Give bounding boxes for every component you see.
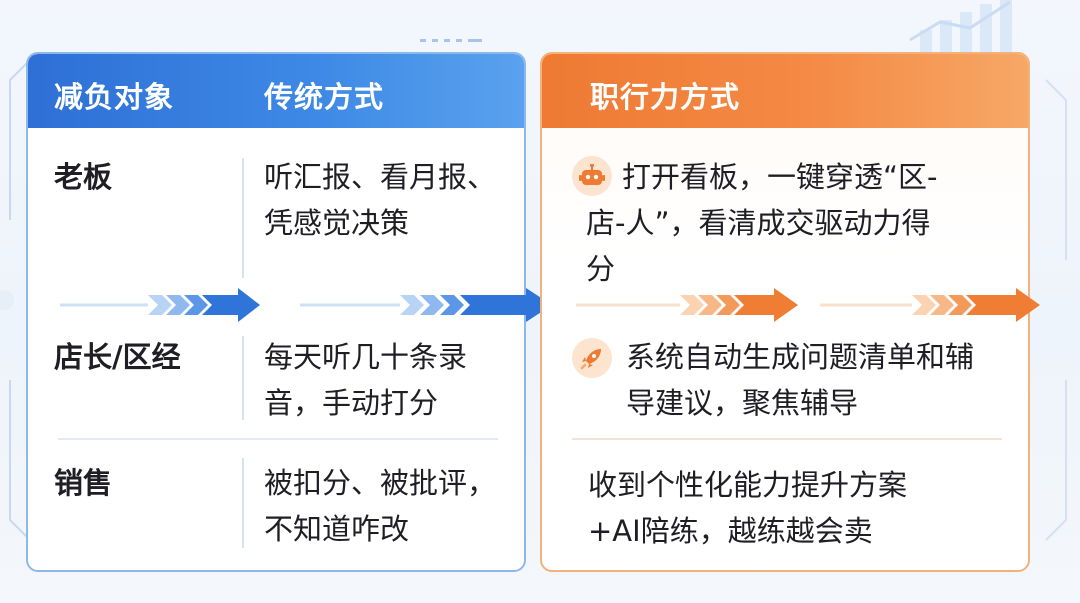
row-zhixingli-boss-line1: 打开看板，一键穿透“区- bbox=[622, 160, 938, 194]
blue-flow-arrow-1 bbox=[60, 288, 260, 322]
robot-icon bbox=[572, 156, 612, 196]
row-traditional-manager-line2: 音，手动打分 bbox=[264, 386, 439, 420]
row-object-sales: 销售 bbox=[54, 466, 113, 500]
traditional-method-panel: 减负对象 传统方式 老板 听汇报、看月报、 凭感觉决策 店长/区经 每天听几十条… bbox=[26, 52, 526, 572]
row-traditional-sales-line1: 被扣分、被批评， bbox=[264, 466, 497, 500]
bar-chart-decoration-icon bbox=[909, 0, 1012, 60]
orange-flow-arrow-1 bbox=[576, 288, 798, 322]
row-zhixingli-boss-line3: 分 bbox=[586, 252, 616, 286]
row-zhixingli-boss-line2: 店-人”，看清成交驱动力得 bbox=[586, 206, 931, 240]
row-zhixingli-manager-line2: 导建议，聚焦辅导 bbox=[626, 386, 859, 420]
row-traditional-boss-line2: 凭感觉决策 bbox=[264, 206, 410, 240]
column-divider bbox=[242, 458, 244, 548]
row-divider bbox=[572, 438, 1002, 440]
row-object-store-manager: 店长/区经 bbox=[54, 340, 181, 374]
row-divider bbox=[58, 438, 498, 440]
row-traditional-sales-line2: 不知道咋改 bbox=[264, 512, 410, 546]
header-zhixingli-method: 职行力方式 bbox=[590, 80, 741, 114]
zhixingli-panel-header: 职行力方式 bbox=[542, 54, 1028, 128]
row-object-boss: 老板 bbox=[54, 160, 113, 194]
orange-flow-arrow-2 bbox=[820, 288, 1040, 322]
traditional-panel-header: 减负对象 传统方式 bbox=[28, 54, 524, 128]
circuit-decoration-right-icon bbox=[1045, 79, 1067, 541]
header-traditional-method: 传统方式 bbox=[264, 80, 385, 114]
blue-flow-arrow-2 bbox=[300, 288, 552, 322]
row-zhixingli-sales-line2: +AI陪练，越练越会卖 bbox=[588, 514, 873, 548]
row-traditional-manager-line1: 每天听几十条录 bbox=[264, 340, 468, 374]
row-traditional-boss-line1: 听汇报、看月报、 bbox=[264, 160, 497, 194]
rocket-icon bbox=[572, 338, 612, 378]
row-zhixingli-manager-line1: 系统自动生成问题清单和辅 bbox=[626, 340, 975, 374]
header-decoration-dashes-icon bbox=[420, 39, 482, 42]
column-divider bbox=[242, 336, 244, 420]
header-reduce-burden-target: 减负对象 bbox=[54, 80, 175, 114]
column-divider bbox=[242, 158, 244, 278]
circuit-decoration-icon bbox=[0, 59, 31, 541]
row-zhixingli-sales-line1: 收到个性化能力提升方案 bbox=[588, 468, 908, 502]
